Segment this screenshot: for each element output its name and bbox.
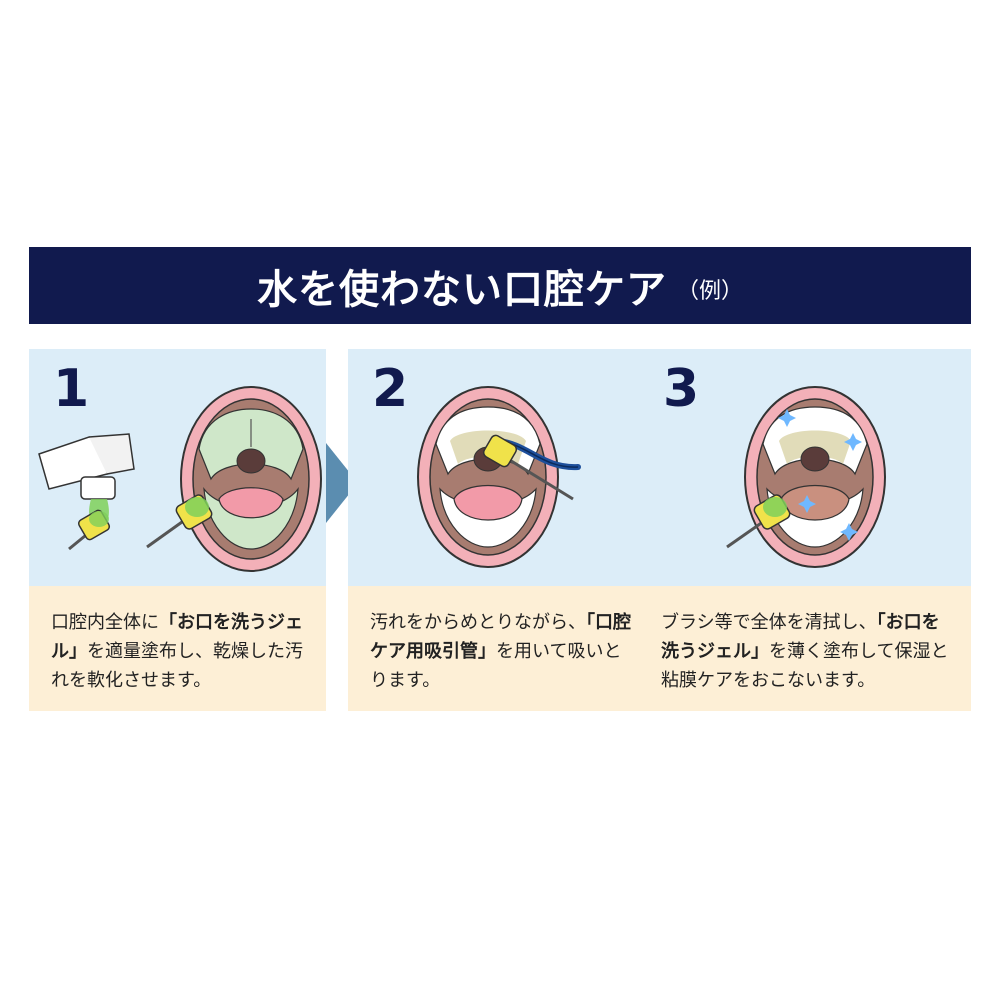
header-banner: 水を使わない口腔ケア （例）	[29, 247, 971, 324]
step-panel-1: 1 口腔内全体に「お口を洗うジェル」を適量塗布し、乾燥した汚れを軟化させます。	[29, 349, 326, 711]
mouth-illustration	[726, 386, 886, 568]
step-panel-3: 3 ブラシ等で全体を清拭し、「お口を洗うジェル」を薄く塗布して保湿と粘膜ケアをお…	[639, 349, 971, 711]
mouth-illustration	[417, 386, 581, 568]
step-caption: 汚れをからめとりながら、「口腔ケア用吸引管」を用いて吸いとります。	[348, 586, 645, 711]
page-title: 水を使わない口腔ケア	[256, 266, 667, 313]
page-subtitle: （例）	[676, 278, 743, 304]
sparkle-icon	[778, 409, 862, 541]
step-panel-2: 2 汚れをからめとりながら、「口腔ケア用吸引管」を用いて吸いとります。	[348, 349, 645, 711]
step-caption: ブラシ等で全体を清拭し、「お口を洗うジェル」を薄く塗布して保湿と粘膜ケアをおこな…	[639, 586, 971, 711]
gel-tube-icon	[38, 433, 135, 531]
mouth-illustration	[38, 386, 322, 572]
step-number: 3	[663, 359, 700, 419]
step-arrow-icon	[326, 443, 358, 523]
step-number: 2	[372, 359, 409, 419]
sponge-brush-icon	[68, 509, 111, 551]
step-number: 1	[53, 359, 90, 419]
step-caption: 口腔内全体に「お口を洗うジェル」を適量塗布し、乾燥した汚れを軟化させます。	[29, 586, 326, 711]
